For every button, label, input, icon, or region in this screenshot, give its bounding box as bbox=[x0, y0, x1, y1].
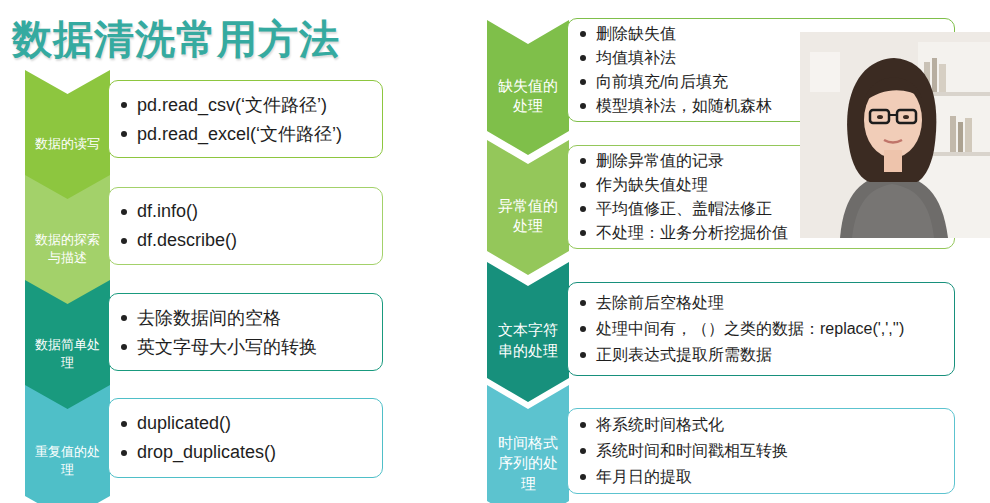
bullet-row: drop_duplicates() bbox=[109, 438, 382, 467]
bullet-text: df.describe() bbox=[137, 230, 237, 251]
chevron-fill bbox=[487, 262, 569, 402]
bullet-dot bbox=[121, 421, 127, 427]
section-label: 时间格式序列的处理 bbox=[497, 433, 559, 494]
bullet-dot bbox=[121, 450, 127, 456]
bullet-text: df.info() bbox=[137, 201, 198, 222]
bullet-dot bbox=[580, 31, 586, 37]
section-label: 文本字符串的处理 bbox=[497, 320, 559, 361]
chevron-fill bbox=[25, 385, 110, 503]
method-box: df.info() df.describe() bbox=[108, 187, 383, 265]
bullet-dot bbox=[121, 315, 127, 321]
chevron-label: 异常值的处理 bbox=[487, 140, 569, 275]
bullet-row: 系统时间和时间戳相互转换 bbox=[568, 438, 954, 464]
section-label: 数据的读写 bbox=[34, 135, 102, 153]
bullet-row: 年月日的提取 bbox=[568, 464, 954, 490]
bullet-text: 去除数据间的空格 bbox=[137, 306, 281, 330]
bullet-dot bbox=[580, 422, 586, 428]
bullet-row: 去除数据间的空格 bbox=[109, 303, 382, 332]
bullet-dot bbox=[580, 79, 586, 85]
bullet-text: 平均值修正、盖帽法修正 bbox=[596, 199, 772, 220]
chevron-fill bbox=[25, 70, 110, 200]
bullet-text: duplicated() bbox=[137, 413, 231, 434]
bullet-dot bbox=[580, 474, 586, 480]
bullet-row: pd.read_csv(‘文件路径’) bbox=[109, 90, 382, 119]
slide-title: 数据清洗常用方法 bbox=[12, 12, 340, 67]
chevron-fill bbox=[487, 140, 569, 275]
bullet-text: 作为缺失值处理 bbox=[596, 175, 708, 196]
method-box: 去除数据间的空格英文字母大小写的转换 bbox=[108, 293, 383, 371]
bullet-dot bbox=[580, 448, 586, 454]
method-box: 将系统时间格式化系统时间和时间戳相互转换年月日的提取 bbox=[567, 408, 955, 494]
method-box: duplicated() drop_duplicates() bbox=[108, 398, 383, 478]
bullet-dot bbox=[580, 55, 586, 61]
chevron-shape bbox=[25, 70, 110, 200]
chevron-label: 时间格式序列的处理 bbox=[487, 385, 569, 503]
bullet-text: 英文字母大小写的转换 bbox=[137, 335, 317, 359]
bullet-dot bbox=[121, 131, 127, 137]
chevron-label: 数据的读写 bbox=[25, 70, 110, 200]
chevron-shape bbox=[25, 385, 110, 503]
section-label: 数据的探索与描述 bbox=[34, 231, 102, 266]
bullet-row: 英文字母大小写的转换 bbox=[109, 332, 382, 361]
section-label: 缺失值的处理 bbox=[497, 76, 559, 117]
bullet-dot bbox=[121, 209, 127, 215]
bullet-text: 不处理：业务分析挖掘价值 bbox=[596, 223, 788, 244]
method-box: 去除前后空格处理处理中间有，（）之类的数据：replace(',','') 正则表… bbox=[567, 282, 955, 376]
bullet-text: pd.read_csv(‘文件路径’) bbox=[137, 93, 327, 117]
bullet-dot bbox=[580, 352, 586, 358]
bullet-row: pd.read_excel(‘文件路径’) bbox=[109, 119, 382, 148]
chevron-label: 文本字符串的处理 bbox=[487, 262, 569, 402]
bullet-text: 去除前后空格处理 bbox=[596, 293, 724, 314]
bullet-text: 删除缺失值 bbox=[596, 24, 676, 45]
bullet-row: 将系统时间格式化 bbox=[568, 412, 954, 438]
bullet-text: 系统时间和时间戳相互转换 bbox=[596, 441, 788, 462]
chevron-label: 重复值的处理 bbox=[25, 385, 110, 503]
bullet-row: 去除前后空格处理 bbox=[568, 290, 954, 316]
bullet-dot bbox=[121, 102, 127, 108]
bullet-dot bbox=[580, 182, 586, 188]
bullet-text: 删除异常值的记录 bbox=[596, 151, 724, 172]
chevron-fill bbox=[487, 20, 569, 155]
bullet-dot bbox=[580, 206, 586, 212]
bullet-dot bbox=[580, 158, 586, 164]
method-box: pd.read_csv(‘文件路径’) pd.read_excel(‘文件路径’) bbox=[108, 80, 383, 158]
bullet-row: 正则表达式提取所需数据 bbox=[568, 342, 954, 368]
bullet-text: 正则表达式提取所需数据 bbox=[596, 345, 772, 366]
bullet-row: df.info() bbox=[109, 197, 382, 226]
chevron-label: 数据简单处理 bbox=[25, 280, 110, 410]
bullet-text: 向前填充/向后填充 bbox=[596, 72, 728, 93]
bullet-row: duplicated() bbox=[109, 409, 382, 438]
chevron-fill bbox=[487, 385, 569, 503]
bullet-dot bbox=[580, 230, 586, 236]
chevron-fill bbox=[25, 175, 110, 305]
bullet-text: 模型填补法，如随机森林 bbox=[596, 96, 772, 117]
chevron-label: 缺失值的处理 bbox=[487, 20, 569, 155]
chevron-label: 数据的探索与描述 bbox=[25, 175, 110, 305]
webcam-picture bbox=[800, 32, 990, 238]
bullet-dot bbox=[121, 238, 127, 244]
bullet-text: 年月日的提取 bbox=[596, 467, 692, 488]
bullet-dot bbox=[121, 344, 127, 350]
chevron-fill bbox=[25, 280, 110, 410]
bullet-text: drop_duplicates() bbox=[137, 442, 276, 463]
bullet-dot bbox=[580, 300, 586, 306]
bullet-row: 处理中间有，（）之类的数据：replace(',','') bbox=[568, 316, 954, 342]
bullet-text: 将系统时间格式化 bbox=[596, 415, 724, 436]
bullet-dot bbox=[580, 103, 586, 109]
bullet-text: 均值填补法 bbox=[596, 48, 676, 69]
section-label: 数据简单处理 bbox=[34, 336, 102, 371]
bullet-text: pd.read_excel(‘文件路径’) bbox=[137, 122, 342, 146]
bullet-dot bbox=[580, 326, 586, 332]
section-label: 重复值的处理 bbox=[34, 443, 102, 478]
bullet-row: df.describe() bbox=[109, 226, 382, 255]
bullet-text: 处理中间有，（）之类的数据：replace(',','') bbox=[596, 319, 904, 340]
section-label: 异常值的处理 bbox=[497, 196, 559, 237]
